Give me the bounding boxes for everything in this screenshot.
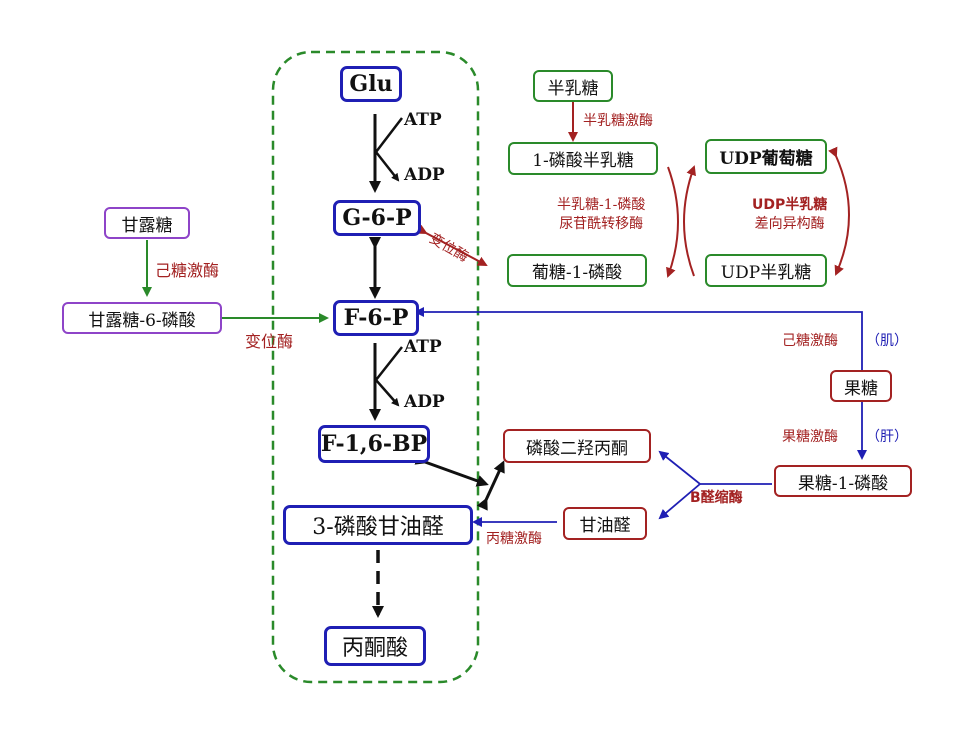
label-muscle: （肌） [866,333,908,349]
node-mannose-6-phosphate: 甘露糖-6-磷酸 [62,302,222,334]
node-dhap: 磷酸二羟丙酮 [503,429,651,463]
arrow-aldolase-glyceraldehyde [658,483,701,520]
node-fructose: 果糖 [830,370,892,402]
arrow-epimerase [828,146,850,276]
label-adp-1: ADP [404,165,445,185]
atp-adp-branch-2 [374,346,403,407]
label-galactokinase: 半乳糖激酶 [583,113,653,129]
label-uridyltransferase-line2: 尿苷酰转移酶 [559,216,644,232]
node-f16bp: F-1,6-BP [318,425,430,463]
arrow-aldolase-dhap [658,450,772,485]
node-glucose-1-phosphate: 葡糖-1-磷酸 [507,254,647,287]
node-mannose: 甘露糖 [104,207,190,239]
arrow-uridyltransferase-2 [683,165,696,277]
node-glyceraldehyde: 甘油醛 [563,507,647,540]
label-hexokinase-fructose: 己糖激酶 [782,333,838,349]
label-liver: （肝） [866,429,908,445]
label-adp-2: ADP [404,392,445,412]
label-epimerase-line2: 差向异构酶 [754,216,825,232]
node-g3p: 3-磷酸甘油醛 [283,505,473,545]
label-atp-1: ATP [404,110,442,130]
node-pyruvate: 丙酮酸 [324,626,426,666]
label-epimerase: UDP半乳糖 差向异构酶 [752,196,827,234]
atp-adp-branch-1 [374,117,403,182]
label-uridyltransferase: 半乳糖-1-磷酸 尿苷酰转移酶 [557,196,645,234]
node-fructose-1-phosphate: 果糖-1-磷酸 [774,465,912,497]
node-f6p: F-6-P [333,300,419,336]
label-fructokinase: 果糖激酶 [782,429,838,445]
label-hexokinase-mannose: 己糖激酶 [155,261,220,280]
label-triokinase: 丙糖激酶 [486,531,542,547]
node-galactose: 半乳糖 [533,70,613,102]
label-atp-2: ATP [404,337,442,357]
arrow-g3p-dhap [476,460,505,511]
node-glu: Glu [340,66,402,102]
node-udp-galactose: UDP半乳糖 [705,254,827,287]
arrow-f16bp-g3p [414,453,489,487]
node-udp-glucose: UDP葡萄糖 [705,139,827,174]
arrow-g6p-glc1p [416,224,488,266]
label-aldolase-b: B醛缩酶 [690,490,743,506]
node-g6p: G-6-P [333,200,421,236]
arrow-fructose-f6p [414,307,863,370]
label-epimerase-line1: UDP半乳糖 [752,197,828,213]
node-galactose-1-phosphate: 1-磷酸半乳糖 [508,142,658,175]
arrow-uridyltransferase-1 [666,166,679,278]
glycolysis-boundary [271,50,480,684]
label-mutase-mannose: 变位酶 [245,332,294,351]
label-uridyltransferase-line1: 半乳糖-1-磷酸 [557,197,646,213]
